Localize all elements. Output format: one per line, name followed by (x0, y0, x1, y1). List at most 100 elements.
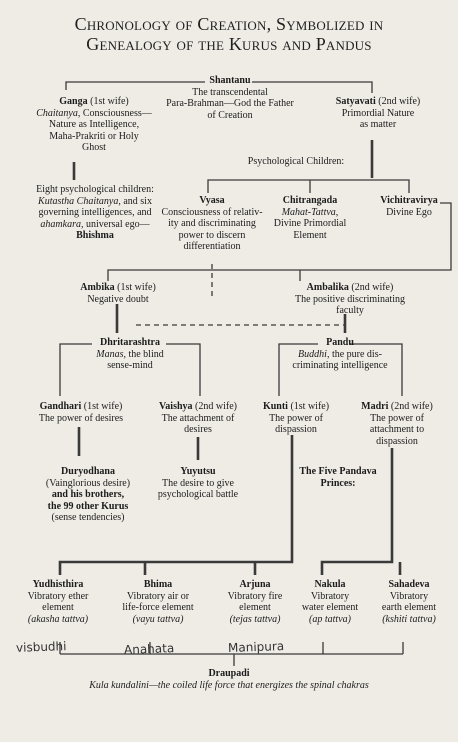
yudhisthira-desc-1: Vibratory ether (27, 590, 89, 602)
node-gandhari: Gandhari (1st wife) The power of desires (22, 401, 140, 424)
yudhisthira-desc-3: (akasha tattva) (27, 613, 89, 625)
eight-desc-2: , and six (118, 195, 152, 207)
chitrangada-desc-2: Divine Primordial (273, 218, 347, 229)
pandu-desc-2: criminating intelligence (292, 360, 388, 371)
satyavati-relation: (2nd wife) (375, 96, 421, 107)
psych-children-label: Psychological Children: (247, 156, 345, 167)
pandu-desc-1-italic: Buddhi (298, 348, 327, 360)
vaishya-relation: (2nd wife) (192, 401, 237, 412)
ganga-name: Ganga (59, 96, 88, 107)
duryodhana-desc-3: the 99 other Kurus (47, 500, 129, 512)
vaishya-desc-1: The attachment of (161, 412, 235, 424)
node-yuyutsu: Yuyutsu The desire to give psychological… (148, 466, 248, 501)
draupadi-desc: —the coiled life force that energizes th… (148, 679, 338, 691)
dhritarashtra-desc-2: sense-mind (107, 360, 153, 371)
vaishya-name: Vaishya (159, 401, 193, 412)
ambika-name: Ambika (80, 282, 115, 293)
vyasa-desc-2: ity and discriminating (168, 218, 256, 229)
bhima-desc-1: Vibratory air or (126, 590, 190, 602)
ambika-relation: (1st wife) (114, 282, 156, 293)
sahadeva-desc-3: (kshiti tattva) (382, 613, 436, 625)
yuyutsu-desc-1: The desire to give (162, 477, 234, 489)
arjuna-desc-2: element (239, 602, 271, 613)
yudhisthira-name: Yudhisthira (32, 579, 84, 590)
satyavati-desc-1: Primordial Nature (341, 107, 415, 119)
ganga-desc-4: Ghost (82, 142, 106, 153)
arjuna-name: Arjuna (239, 579, 271, 590)
madri-desc-2: attachment to (369, 424, 425, 435)
gandhari-name: Gandhari (39, 401, 82, 412)
shantanu-desc-3: of Creation (207, 109, 253, 121)
eight-desc-4: , universal ego— (80, 218, 150, 230)
gandhari-desc-1: The power of desires (38, 412, 124, 424)
ganga-desc-1: , Consciousness— (77, 107, 152, 119)
node-chitrangada: Chitrangada Mahat-Tattva, Divine Primord… (270, 195, 350, 241)
madri-desc-3: dispassion (376, 435, 418, 447)
ambalika-name: Ambalika (306, 282, 349, 293)
draupadi-desc-chakras: chakras (337, 679, 369, 691)
eight-desc-3: governing intelligences, and (38, 207, 152, 218)
dhritarashtra-desc-1-italic: Manas (96, 348, 124, 360)
node-ambika: Ambika (1st wife) Negative doubt (70, 282, 166, 305)
chitrangada-name: Chitrangada (282, 195, 338, 206)
node-kunti: Kunti (1st wife) The power of dispassion (254, 401, 338, 436)
node-shantanu: Shantanu The transcendental Para-Brahman… (150, 75, 310, 121)
node-arjuna: Arjuna Vibratory fire element (tejas tat… (210, 579, 300, 625)
node-pandu: Pandu Buddhi, the pure dis- criminating … (280, 337, 400, 372)
ganga-desc-2: Nature as Intelligence, (48, 119, 140, 130)
node-ganga: Ganga (1st wife) Chaitanya, Consciousnes… (24, 96, 164, 154)
node-vichitravirya: Vichitravirya Divine Ego (372, 195, 446, 218)
nakula-name: Nakula (314, 579, 346, 590)
ambalika-desc-2: faculty (336, 305, 364, 316)
eight-desc-1: Eight psychological children: (36, 184, 154, 195)
ganga-relation: (1st wife) (87, 96, 129, 107)
chitrangada-desc-3: Element (293, 229, 327, 241)
pandava-header-2: Princes: (320, 477, 356, 489)
pandu-name: Pandu (326, 337, 354, 348)
handwriting-anahata: Anahata (123, 641, 175, 657)
vyasa-desc-3: power to discern (178, 229, 246, 241)
chitrangada-desc-1-italic: Mahat-Tattva (281, 206, 336, 218)
yuyutsu-name: Yuyutsu (180, 466, 216, 477)
shantanu-desc-1: The transcendental (192, 86, 268, 98)
vyasa-desc-4: differentiation (183, 241, 241, 252)
madri-relation: (2nd wife) (388, 401, 433, 412)
duryodhana-desc-2: and his brothers, (51, 489, 125, 500)
node-nakula: Nakula Vibratory water element (ap tattv… (292, 579, 368, 625)
eight-desc-2-italic: Kutastha Chaitanya (38, 195, 119, 207)
handwriting-manipura: Manipura (227, 639, 285, 655)
draupadi-name: Draupadi (208, 668, 250, 679)
shantanu-name: Shantanu (209, 75, 251, 86)
ganga-desc-3: Maha-Prakriti or Holy (49, 130, 139, 142)
duryodhana-desc-4: (sense tendencies) (51, 512, 125, 523)
kunti-name: Kunti (262, 401, 288, 412)
node-sahadeva: Sahadeva Vibratory earth element (kshiti… (368, 579, 450, 625)
pandu-desc-1: , the pure dis- (326, 348, 382, 360)
kunti-relation: (1st wife) (287, 401, 330, 412)
kunti-desc-1: The power of (269, 412, 323, 424)
node-bhishma: Eight psychological children: Kutastha C… (20, 184, 170, 242)
node-madri: Madri (2nd wife) The power of attachment… (352, 401, 442, 447)
shantanu-desc-2: Para-Brahman—God the Father (166, 98, 294, 109)
dhritarashtra-desc-1: , the blind (123, 348, 164, 360)
chitrangada-desc-1: , (335, 206, 339, 218)
dhritarashtra-name: Dhritarashtra (100, 337, 160, 348)
gandhari-relation: (1st wife) (81, 401, 123, 412)
pandava-princes-header: The Five Pandava Princes: (290, 466, 386, 489)
bhima-desc-3: (vayu tattva) (132, 613, 184, 625)
node-ambalika: Ambalika (2nd wife) The positive discrim… (280, 282, 420, 317)
bhima-name: Bhima (143, 579, 173, 590)
ambalika-desc-1: The positive discriminating (295, 293, 405, 305)
sahadeva-desc-1: Vibratory (389, 590, 429, 602)
ganga-desc-1-italic: Chaitanya (36, 107, 78, 119)
node-vyasa: Vyasa Consciousness of relativ- ity and … (150, 195, 274, 253)
node-yudhisthira: Yudhisthira Vibratory ether element (aka… (8, 579, 108, 625)
nakula-desc-1: Vibratory (310, 590, 350, 602)
madri-desc-1: The power of (370, 412, 424, 424)
vichitravirya-desc-1: Divine Ego (386, 206, 432, 218)
diagram-title-line1: Chronology of Creation, Symbolized in (74, 14, 384, 34)
kunti-desc-2: dispassion (275, 424, 317, 435)
bhima-desc-2: life-force element (122, 602, 194, 613)
